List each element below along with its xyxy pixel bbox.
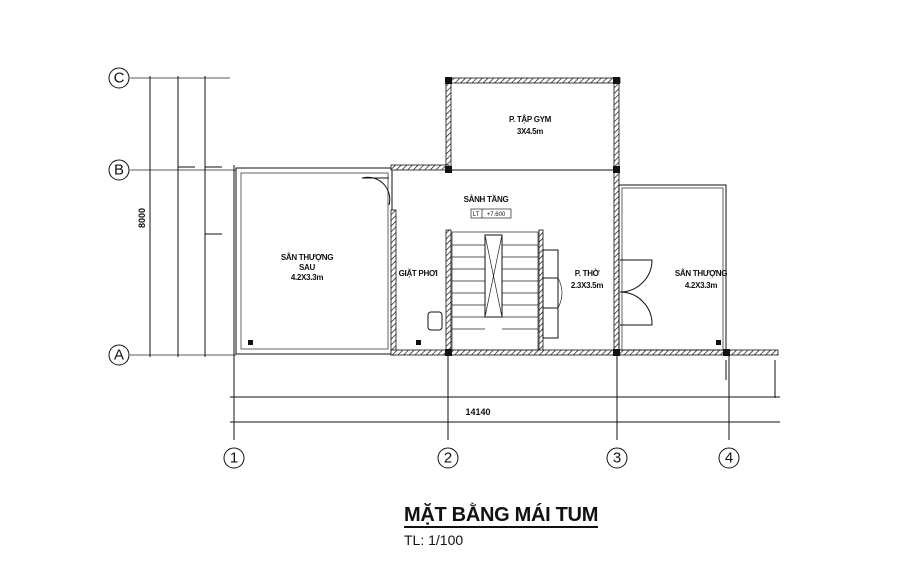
drawing-scale: TL: 1/100	[404, 532, 464, 548]
svg-text:2: 2	[444, 450, 452, 467]
room-label: SAU	[299, 263, 316, 272]
room-label: SẢNH TẦNG	[464, 194, 509, 204]
room-size: 4.2X3.3m	[291, 273, 323, 282]
svg-text:1: 1	[230, 450, 238, 467]
axis-bubble-1: 1	[223, 447, 245, 469]
svg-text:3: 3	[613, 450, 621, 467]
room-size: 4.2X3.3m	[685, 281, 717, 290]
svg-text:B: B	[114, 162, 124, 179]
drawing-title: MẶT BẰNG MÁI TUM	[404, 504, 599, 528]
room-label: P. THỜ	[575, 269, 600, 278]
svg-text:A: A	[114, 347, 124, 364]
floor-drain-icon	[416, 340, 421, 345]
grid-lines	[130, 76, 780, 440]
double-door	[619, 259, 653, 326]
axis-bubble-2: 2	[437, 447, 459, 469]
room-label: SÂN THƯỢNG	[281, 253, 333, 262]
floor-drain-icon	[248, 340, 253, 345]
floor-drain-icon	[716, 340, 721, 345]
svg-text:+7.600: +7.600	[487, 212, 506, 218]
sink-icon	[427, 311, 443, 331]
walls	[390, 77, 779, 356]
width-dimension: 14140	[465, 407, 490, 417]
room-size: 3X4.5m	[517, 127, 543, 136]
svg-text:LT: LT	[473, 212, 480, 218]
svg-text:C: C	[114, 70, 125, 87]
axis-bubble-3: 3	[606, 447, 628, 469]
room-label: P. TẬP GYM	[509, 115, 552, 124]
depth-dimension: 8000	[137, 208, 147, 228]
svg-text:4: 4	[725, 450, 733, 467]
axis-bubble-C: C	[108, 67, 130, 89]
room-size: 2.3X3.5m	[571, 281, 603, 290]
room-label: SÂN THƯỢNG	[675, 269, 727, 278]
axis-bubble-4: 4	[718, 447, 740, 469]
level-tag: LT +7.600	[470, 208, 512, 219]
axis-bubble-B: B	[108, 159, 130, 181]
staircase	[451, 231, 563, 351]
axis-bubble-A: A	[108, 344, 130, 366]
room-label: GIẶT PHƠI	[399, 269, 438, 278]
